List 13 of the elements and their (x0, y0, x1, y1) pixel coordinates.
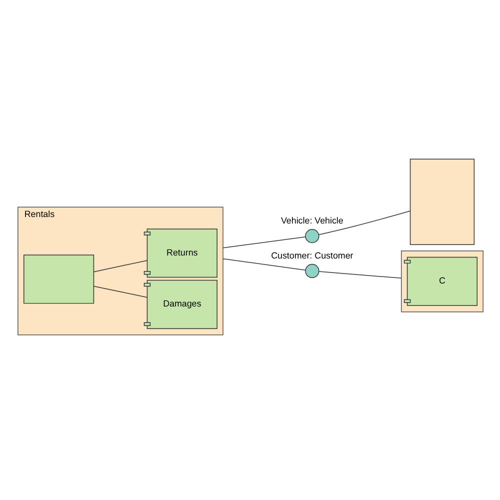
connector (222, 258, 306, 271)
connector (92, 286, 148, 298)
connector (318, 271, 402, 279)
node-label: Vehicle: Vehicle (280, 216, 343, 226)
connector (318, 210, 410, 236)
node-label: Customer: Customer (270, 250, 353, 260)
node-circle (304, 264, 319, 278)
connector (222, 236, 306, 248)
node-circle (304, 229, 319, 244)
connector (92, 260, 148, 272)
cluster (400, 250, 483, 312)
node-box (409, 158, 474, 245)
node-box (22, 254, 94, 304)
